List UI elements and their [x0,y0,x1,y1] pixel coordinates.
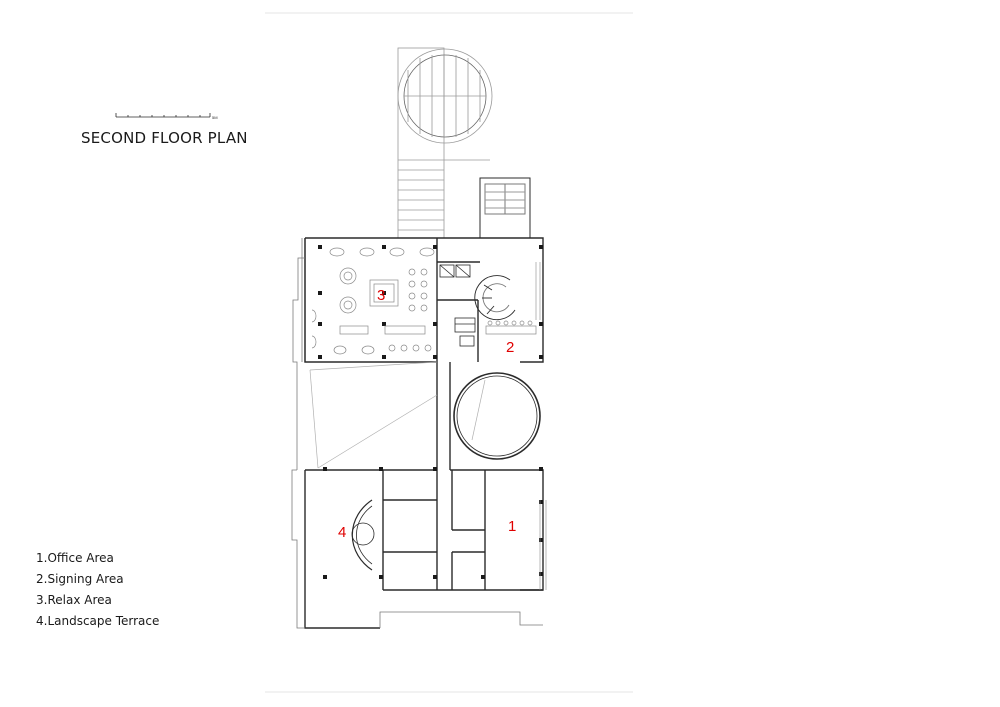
room-label-terrace: 4 [338,524,347,541]
void-lines [309,361,486,469]
legend-item-signing: 2.Signing Area [36,572,124,586]
legend-item-office: 1.Office Area [36,551,114,565]
terrace-arc [351,499,375,571]
east-glazing [535,262,547,590]
legend-item-relax: 3.Relax Area [36,593,112,607]
columns [318,245,543,579]
service-core [439,264,476,347]
page-title: SECOND FLOOR PLAN [81,129,248,147]
room-label-office: 1 [508,518,517,535]
spiral-stair [474,275,516,320]
signing-area-furniture [485,320,537,335]
walkway-and-round-deck [397,47,493,239]
building-walls [304,237,544,629]
circular-drum [453,372,541,460]
room-label-signing: 2 [506,339,515,356]
legend-item-terrace: 4.Landscape Terrace [36,614,160,628]
west-facade [291,238,543,629]
legend: 1.Office Area 2.Signing Area 3.Relax Are… [36,549,159,633]
scale-unit-label: 5M [212,115,218,120]
room-label-relax: 3 [377,287,386,304]
scale-bar [115,113,211,118]
stair-tower [479,177,531,239]
relax-area-furniture [311,247,435,355]
